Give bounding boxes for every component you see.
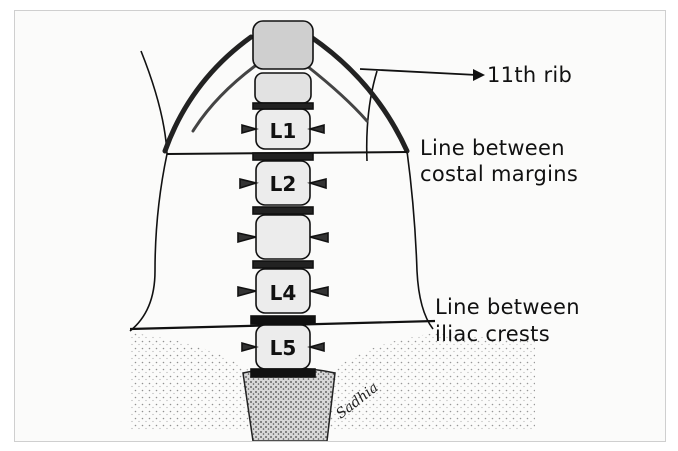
vertebra-label-l5: L5 [261, 336, 305, 360]
figure-frame: L1 L2 L4 L5 11th rib Line between costal… [14, 10, 666, 442]
rib-label: 11th rib [487, 63, 572, 87]
iliac-line-label-1: Line between [435, 295, 580, 319]
right-rib [311, 37, 407, 151]
vertebra-label-l2: L2 [261, 172, 305, 196]
rib-pointer-line [360, 69, 477, 75]
vertebra-label-l1: L1 [261, 119, 305, 143]
left-rib [165, 37, 251, 151]
costal-line-label-2: costal margins [420, 162, 578, 186]
vertebral-column [238, 21, 328, 377]
left-rib-inner [193, 66, 255, 131]
right-iliac-shading [320, 333, 535, 431]
sacrum [243, 368, 335, 441]
left-trunk-outline [130, 51, 167, 331]
vertebra-label-l4: L4 [261, 281, 305, 305]
right-trunk-outline [367, 71, 433, 329]
iliac-line-label-2: iliac crests [435, 322, 550, 346]
rib-pointer-arrowhead [473, 69, 485, 81]
costal-line-label-1: Line between [420, 136, 565, 160]
